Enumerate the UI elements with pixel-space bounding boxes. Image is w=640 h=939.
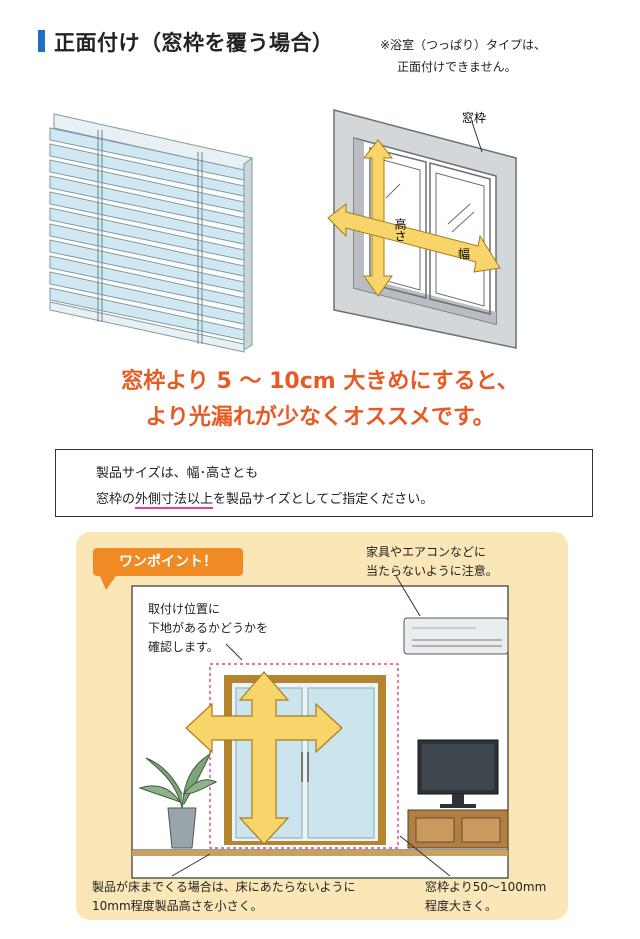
- height-label: 高さ: [393, 217, 407, 242]
- size-info-box: [55, 449, 593, 517]
- check-note-line2: 下地があるかどうかを: [148, 621, 269, 635]
- title-accent-bar: [38, 30, 45, 52]
- aircon-note-line1: 家具やエアコンなどに: [366, 545, 487, 559]
- size-note-line1: 窓枠より50～100mm: [425, 880, 547, 894]
- floor-note-line2: 10mm程度製品高さを小さく。: [92, 899, 263, 913]
- check-note-line3: 確認します。: [148, 640, 219, 654]
- room-illustration: [100, 575, 509, 879]
- floor-note-line1: 製品が床までくる場合は、床にあたらないように: [92, 880, 356, 894]
- recommendation-text: 窓枠より 5 ～ 10cm 大きめにすると、 より光漏れが少なくオススメです。: [0, 364, 640, 436]
- bathroom-note-line1: ※浴室（つっぱり）タイプは、: [380, 38, 547, 52]
- size-info-suffix: を製品サイズとしてご指定ください。: [213, 492, 434, 507]
- frame-label: 窓枠: [462, 110, 486, 125]
- size-info-emphasis: 外側寸法以上: [135, 492, 214, 509]
- recommendation-line1: 窓枠より 5 ～ 10cm 大きめにすると、: [121, 369, 519, 394]
- window-frame-diagram: 窓枠 高さ 幅: [327, 109, 517, 349]
- size-info-prefix: 窓枠の: [96, 492, 136, 507]
- width-label: 幅: [458, 246, 470, 261]
- page-title: 正面付け（窓枠を覆う場合）: [54, 31, 334, 55]
- bathroom-note-line2: 正面付けできません。: [397, 60, 517, 74]
- blind-illustration: [49, 113, 253, 353]
- size-info-line2: 窓枠の外側寸法以上を製品サイズとしてご指定ください。: [96, 488, 434, 509]
- size-info-line1: 製品サイズは、幅･高さとも: [96, 466, 259, 481]
- size-note-line2: 程度大きく。: [425, 899, 498, 913]
- check-note-line1: 取付け位置に: [148, 602, 221, 616]
- recommendation-line2: より光漏れが少なくオススメです。: [145, 405, 495, 430]
- onepoint-badge: ワンポイント！: [93, 548, 243, 576]
- aircon-note-line2: 当たらないように注意。: [366, 564, 498, 578]
